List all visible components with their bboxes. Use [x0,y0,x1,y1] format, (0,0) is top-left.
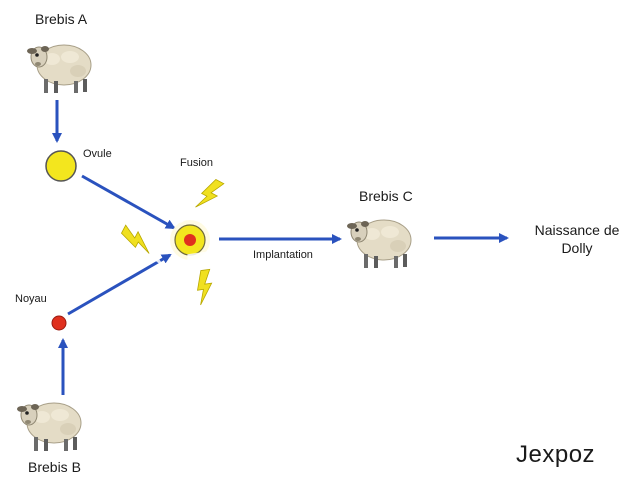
label-fusion: Fusion [180,157,214,169]
noyau-dot [51,315,67,331]
sheep-icon [26,44,92,94]
label-noyau: Noyau [15,293,47,305]
label-ovule: Ovule [83,148,112,160]
label-brebis-b: Brebis B [28,459,81,475]
label-brebis-c: Brebis C [359,188,413,204]
arrow-ovule-to-fusion [81,174,176,230]
label-naissance: Naissance de Dolly [522,221,632,257]
label-implantation: Implantation [253,249,313,261]
brand-watermark: Jexpoz [516,441,596,468]
lightning-bolt-icon [181,249,226,329]
arrow-noyau-to-fusion [67,253,172,316]
fusion-nucleus [184,234,196,246]
sheep-icon [346,219,412,269]
lightning-bolt-icon [97,209,180,275]
sheep-icon [16,402,82,452]
label-naissance-line1: Naissance de [534,222,620,238]
label-brebis-a: Brebis A [35,11,88,27]
label-naissance-line2: Dolly [561,240,593,256]
ovule-circle [45,150,77,182]
